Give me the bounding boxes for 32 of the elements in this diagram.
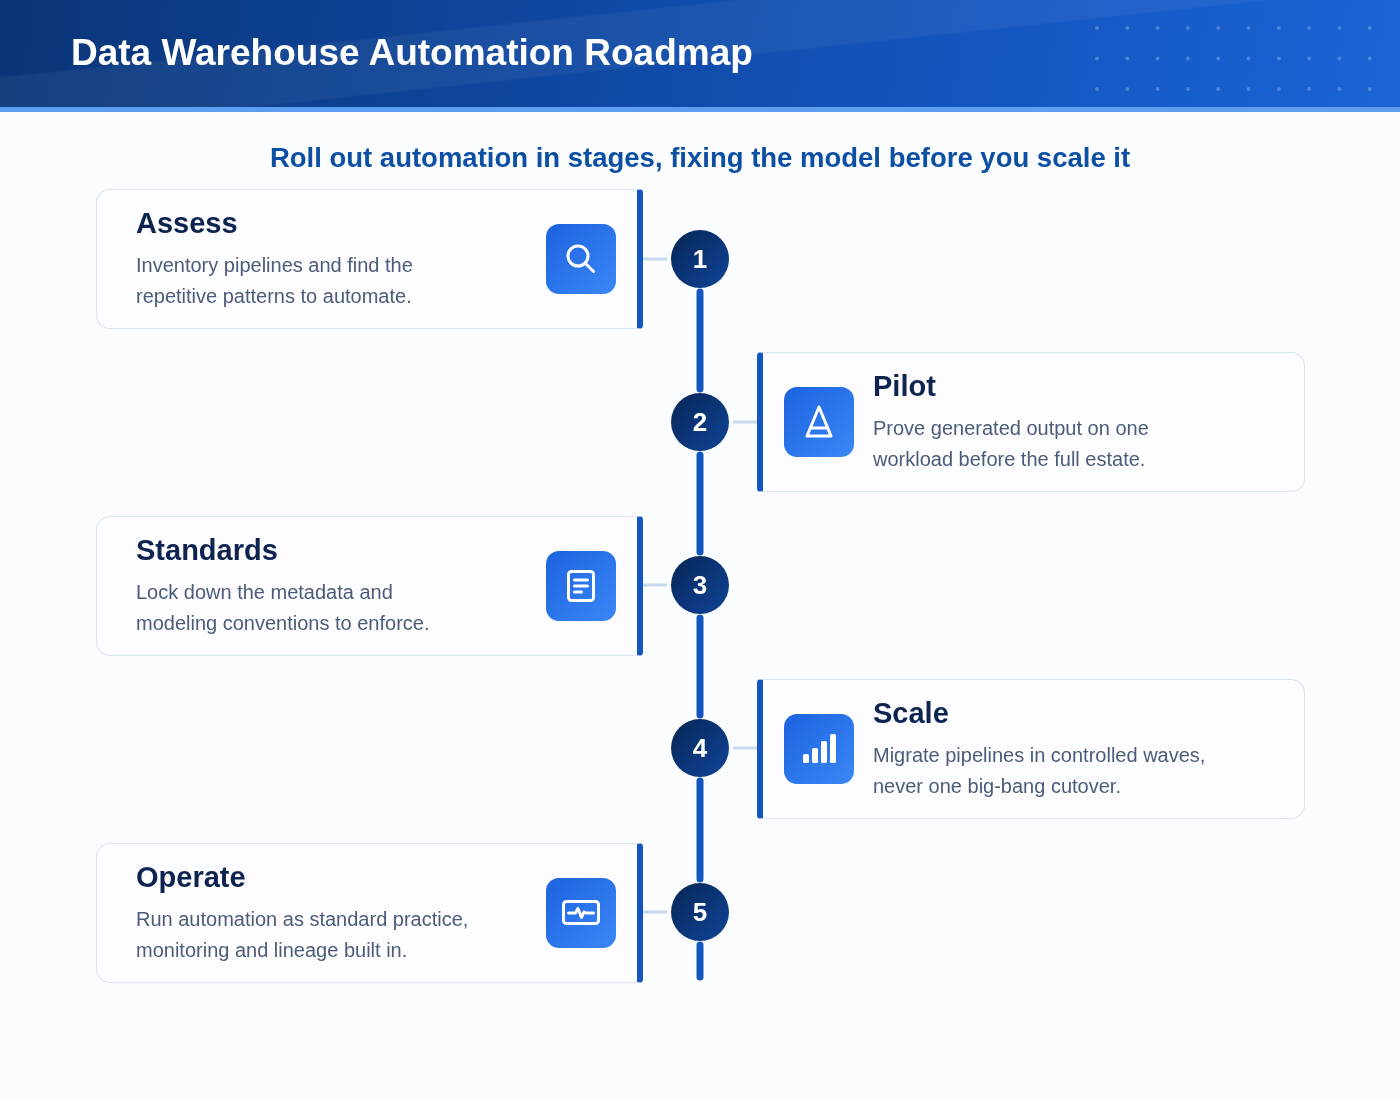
step-title: Pilot xyxy=(873,369,936,403)
step-number-circle: 2 xyxy=(671,393,729,451)
timeline-line xyxy=(696,614,704,719)
step-card xyxy=(96,843,643,983)
connector-line xyxy=(643,257,667,261)
step-description: Run automation as standard practice, monitoring and lineage built in. xyxy=(136,907,470,963)
step-description: Inventory pipelines and find the repetitive patterns to automate. xyxy=(136,253,414,309)
timeline-line xyxy=(696,288,704,393)
step-number-circle: 4 xyxy=(671,719,729,777)
step-description: Migrate pipelines in controlled waves, never one big-bang cutover. xyxy=(873,743,1207,799)
step-card xyxy=(757,352,1305,492)
step-card xyxy=(757,679,1305,819)
step-title: Operate xyxy=(136,860,246,894)
timeline-line xyxy=(696,777,704,883)
page-title: Data Warehouse Automation Roadmap xyxy=(71,31,753,75)
subtitle: Roll out automation in stages, fixing the model before you scale it xyxy=(269,141,1131,175)
connector-line xyxy=(643,583,667,587)
connector-line xyxy=(643,910,667,914)
step-number-circle: 5 xyxy=(671,883,729,941)
step-description: Lock down the metadata and modeling conventions to enforce. xyxy=(136,580,431,636)
step-description: Prove generated output on one workload before the full estate. xyxy=(873,416,1150,472)
step-title: Standards xyxy=(136,533,278,567)
step-number-circle: 3 xyxy=(671,556,729,614)
timeline-line xyxy=(696,941,704,981)
step-card xyxy=(96,189,643,329)
connector-line xyxy=(733,420,757,424)
step-title: Assess xyxy=(136,206,238,240)
step-number-circle: 1 xyxy=(671,230,729,288)
step-card xyxy=(96,516,643,656)
timeline-line xyxy=(696,451,704,556)
connector-line xyxy=(733,746,757,750)
step-title: Scale xyxy=(873,696,949,730)
